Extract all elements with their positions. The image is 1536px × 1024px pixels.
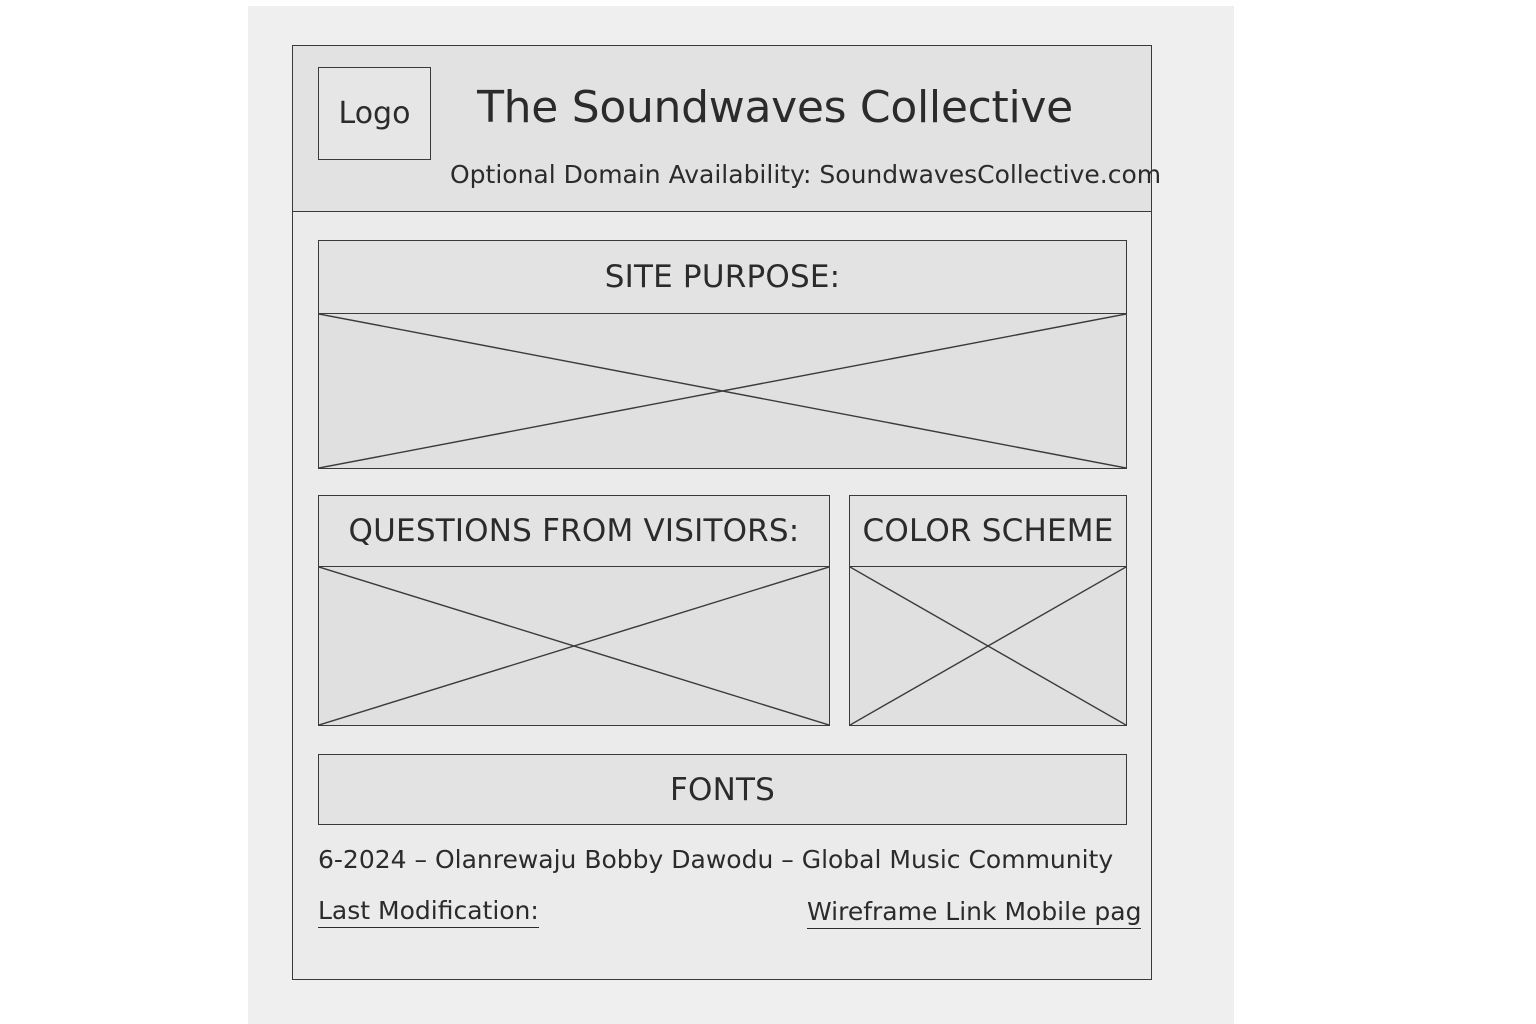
questions-heading: QUESTIONS FROM VISITORS: [319, 496, 829, 567]
placeholder-cross-icon [319, 314, 1126, 468]
questions-panel: QUESTIONS FROM VISITORS: [318, 495, 830, 726]
last-modification-link[interactable]: Last Modification: [318, 896, 539, 928]
header-band [293, 46, 1151, 212]
placeholder-cross-icon [319, 567, 829, 725]
site-purpose-label: SITE PURPOSE: [604, 259, 841, 295]
wireframe-link-mobile[interactable]: Wireframe Link Mobile pag [807, 897, 1142, 929]
site-title: The Soundwaves Collective [477, 82, 1073, 133]
fonts-label: FONTS [669, 771, 776, 808]
site-purpose-placeholder [319, 314, 1126, 468]
logo-placeholder: Logo [318, 67, 431, 160]
site-purpose-heading: SITE PURPOSE: [319, 241, 1126, 314]
color-scheme-placeholder [850, 567, 1126, 725]
site-purpose-panel: SITE PURPOSE: [318, 240, 1127, 469]
color-scheme-heading: COLOR SCHEME [850, 496, 1126, 567]
logo-label: Logo [338, 96, 411, 131]
color-scheme-label: COLOR SCHEME [862, 513, 1114, 549]
placeholder-cross-icon [850, 567, 1126, 725]
questions-placeholder [319, 567, 829, 725]
domain-availability: Optional Domain Availability: Soundwaves… [450, 160, 1162, 189]
questions-label: QUESTIONS FROM VISITORS: [348, 513, 800, 549]
fonts-panel: FONTS [318, 754, 1127, 825]
fonts-heading: FONTS [319, 755, 1126, 824]
footer-meta: 6-2024 – Olanrewaju Bobby Dawodu – Globa… [318, 845, 1114, 874]
color-scheme-panel: COLOR SCHEME [849, 495, 1127, 726]
